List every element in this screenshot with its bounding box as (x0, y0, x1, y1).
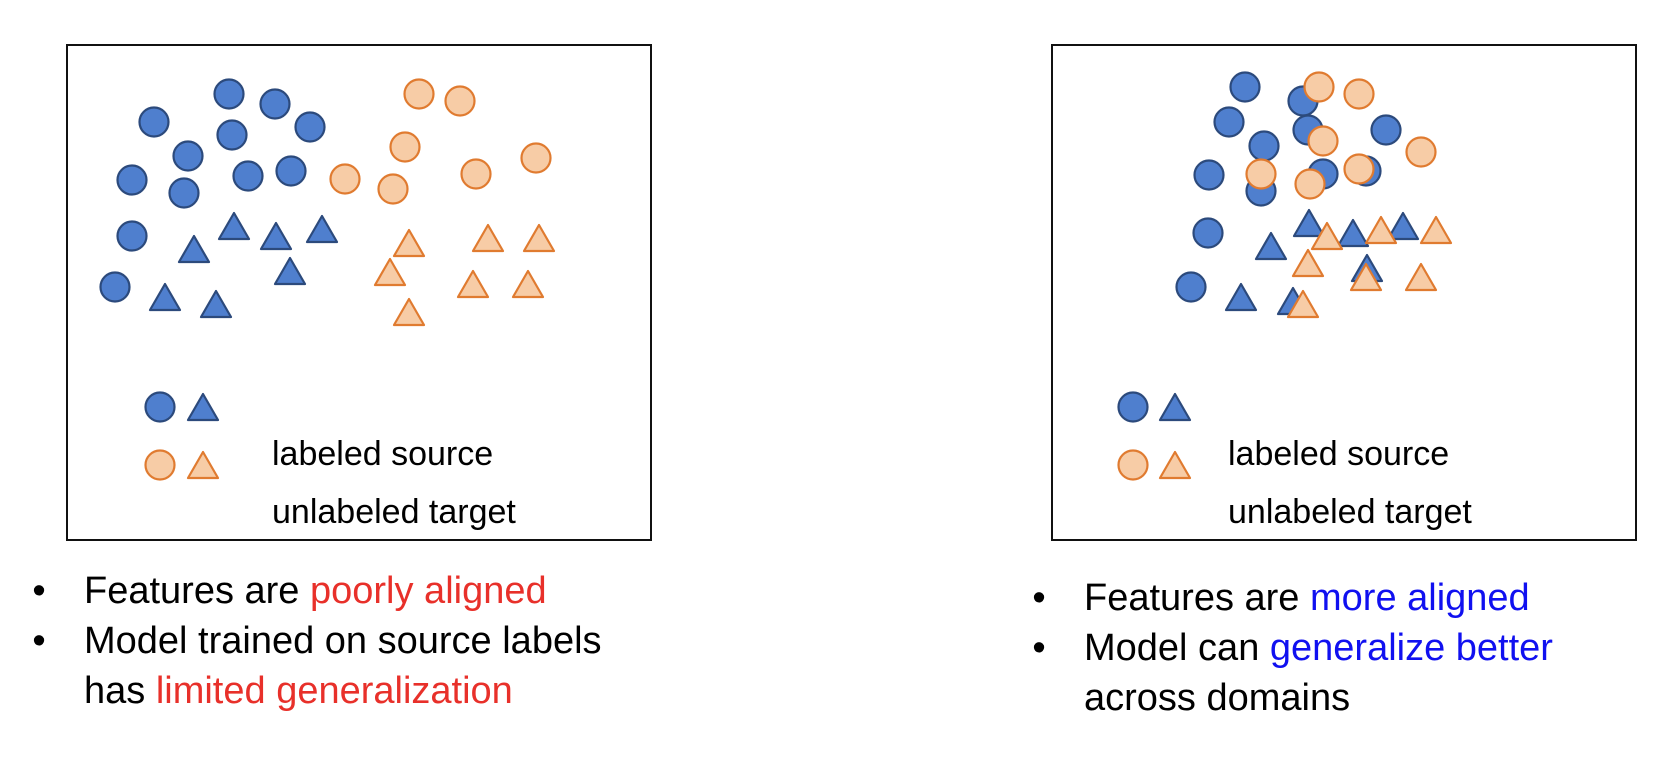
bullet-text: Features are poorly aligned (84, 570, 547, 612)
source-triangle-point (1292, 208, 1326, 238)
legend-target-circle-icon (1117, 449, 1149, 481)
bullet-text-part: Model trained on source labels has (84, 620, 602, 712)
source-triangle-point (1224, 282, 1258, 312)
source-triangle-point (177, 234, 211, 264)
right-bullet-list: • Features are more aligned • Model can … (1024, 573, 1664, 723)
target-triangle-point (1404, 262, 1438, 292)
source-circle-point (1213, 106, 1245, 138)
bullet-item: • Model can generalize better across dom… (1024, 623, 1664, 723)
bullet-text-part: across domains (1084, 677, 1351, 719)
source-circle-point (1370, 114, 1402, 146)
target-triangle-point (1349, 262, 1383, 292)
bullet-dot-icon: • (1032, 627, 1046, 669)
bullet-highlight: generalize better (1269, 627, 1553, 669)
target-circle-point (520, 142, 552, 174)
right-scatter-plot (1117, 71, 1453, 481)
target-circle-point (377, 173, 409, 205)
source-triangle-point (217, 211, 251, 241)
target-triangle-point (1291, 248, 1325, 278)
legend-target-label: unlabeled target (1228, 493, 1472, 531)
bullet-highlight: more aligned (1310, 577, 1530, 619)
bullet-text-part: Features are (1084, 577, 1310, 619)
source-circle-point (232, 160, 264, 192)
target-triangle-point (1364, 215, 1398, 245)
target-circle-point (1294, 168, 1326, 200)
right-feature-panel: labeled source unlabeled target (1051, 44, 1637, 541)
bullet-highlight: poorly aligned (310, 570, 547, 612)
target-circle-point (1343, 153, 1375, 185)
target-triangle-point (1310, 221, 1344, 251)
target-triangle-point (456, 269, 490, 299)
target-circle-point (1307, 125, 1339, 157)
target-triangle-point (392, 228, 426, 258)
legend-target-label: unlabeled target (272, 493, 516, 531)
source-circle-point (259, 88, 291, 120)
bullet-dot-icon: • (1032, 577, 1046, 619)
legend-source-circle-icon (1117, 391, 1149, 423)
legend-target-circle-icon (144, 449, 176, 481)
bullet-item: • Features are more aligned (1024, 573, 1664, 623)
source-circle-point (116, 220, 148, 252)
bullet-text: Model trained on source labels has limit… (84, 620, 602, 712)
legend-target-triangle-icon (186, 450, 220, 480)
legend-source-circle-icon (144, 391, 176, 423)
target-circle-point (1405, 136, 1437, 168)
source-circle-point (1193, 159, 1225, 191)
source-circle-point (116, 164, 148, 196)
target-circle-point (1343, 78, 1375, 110)
target-triangle-point (373, 257, 407, 287)
source-triangle-point (148, 282, 182, 312)
source-circle-point (213, 78, 245, 110)
target-triangle-point (392, 297, 426, 327)
source-circle-point (99, 271, 131, 303)
bullet-text: Model can generalize better across domai… (1084, 627, 1553, 719)
source-circle-point (1229, 71, 1261, 103)
target-triangle-point (522, 223, 556, 253)
target-circle-point (389, 131, 421, 163)
legend-source-label: labeled source (272, 435, 494, 473)
target-circle-point (403, 78, 435, 110)
source-circle-point (168, 177, 200, 209)
bullet-dot-icon: • (32, 620, 46, 662)
target-triangle-point (1286, 289, 1320, 319)
target-circle-point (1303, 71, 1335, 103)
source-circle-point (216, 119, 248, 151)
legend-source-triangle-icon (186, 392, 220, 422)
target-circle-point (460, 158, 492, 190)
source-circle-point (1175, 271, 1207, 303)
source-circle-point (275, 155, 307, 187)
source-triangle-point (1254, 231, 1288, 261)
target-triangle-point (1419, 215, 1453, 245)
source-circle-point (172, 140, 204, 172)
bullet-highlight: limited generalization (155, 670, 513, 712)
target-circle-point (444, 85, 476, 117)
bullet-text-part: Features are (84, 570, 310, 612)
source-triangle-point (305, 214, 339, 244)
bullet-item: • Model trained on source labels has lim… (24, 616, 664, 716)
source-circle-point (294, 111, 326, 143)
source-triangle-point (273, 256, 307, 286)
source-triangle-point (1336, 218, 1370, 248)
source-circle-point (138, 106, 170, 138)
target-triangle-point (511, 269, 545, 299)
target-triangle-point (471, 223, 505, 253)
bullet-item: • Features are poorly aligned (24, 566, 664, 616)
left-bullet-list: • Features are poorly aligned • Model tr… (24, 566, 664, 716)
source-circle-point (1248, 130, 1280, 162)
left-scatter-plot (99, 78, 556, 481)
legend-source-label: labeled source (1228, 435, 1450, 473)
source-circle-point (1192, 217, 1224, 249)
target-circle-point (329, 163, 361, 195)
legend-source-triangle-icon (1158, 392, 1192, 422)
legend-target-triangle-icon (1158, 450, 1192, 480)
source-triangle-point (1386, 211, 1420, 241)
bullet-text-part: Model can (1084, 627, 1270, 669)
left-feature-panel: labeled source unlabeled target (66, 44, 652, 541)
source-triangle-point (199, 289, 233, 319)
bullet-dot-icon: • (32, 570, 46, 612)
target-circle-point (1245, 158, 1277, 190)
source-triangle-point (259, 221, 293, 251)
bullet-text: Features are more aligned (1084, 577, 1530, 619)
